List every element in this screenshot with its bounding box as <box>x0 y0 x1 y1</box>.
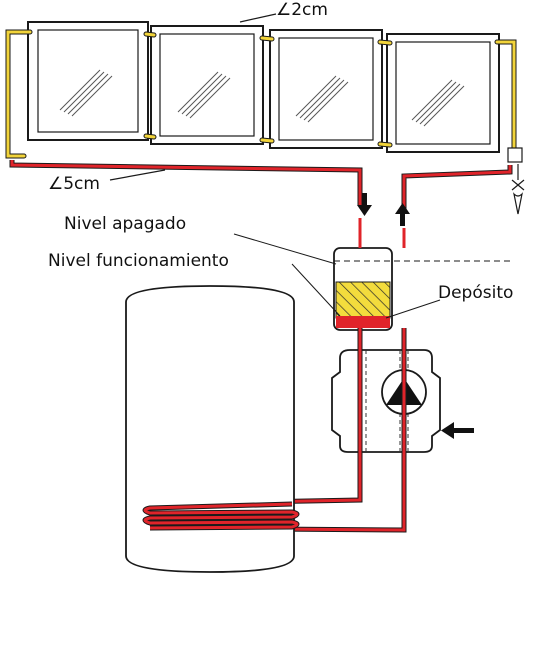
label-level-off: Nivel apagado <box>64 214 337 265</box>
flow-up-arrow-icon <box>395 203 410 226</box>
flow-down-arrow-icon <box>357 193 372 216</box>
collector-return-pipe <box>9 160 363 205</box>
glass-reflection-icon <box>411 79 465 127</box>
glass-reflection-icon <box>59 69 113 117</box>
drainback-tank <box>333 247 393 331</box>
solar-panel-1 <box>27 21 149 141</box>
solar-panel-4 <box>386 33 500 153</box>
glass-reflection-icon <box>177 71 231 119</box>
level-running-text: Nivel funcionamiento <box>48 251 229 271</box>
air-vent-valve-icon <box>507 147 525 215</box>
heat-exchanger-coil <box>142 501 300 531</box>
storage-cylinder <box>125 285 295 573</box>
solar-panel-2 <box>150 25 264 145</box>
level-off-text: Nivel apagado <box>64 214 186 234</box>
solar-collector-array <box>27 21 500 153</box>
slope-top-text: ∠2cm <box>276 0 328 20</box>
slope-label-bottom: ∠5cm <box>48 169 166 194</box>
label-level-running: Nivel funcionamiento <box>48 251 341 317</box>
collector-supply-pipe <box>401 165 513 210</box>
slope-label-top: ∠2cm <box>239 0 328 23</box>
pump-station <box>331 349 441 453</box>
glass-reflection-icon <box>295 75 349 123</box>
slope-bottom-text: ∠5cm <box>48 174 100 194</box>
label-tank: Depósito <box>385 283 513 319</box>
tank-pipes <box>358 218 406 248</box>
tank-text: Depósito <box>438 283 513 303</box>
solar-panel-3 <box>269 29 383 149</box>
side-pointer-arrow-icon <box>441 422 474 439</box>
top-header-pipe <box>5 29 517 159</box>
